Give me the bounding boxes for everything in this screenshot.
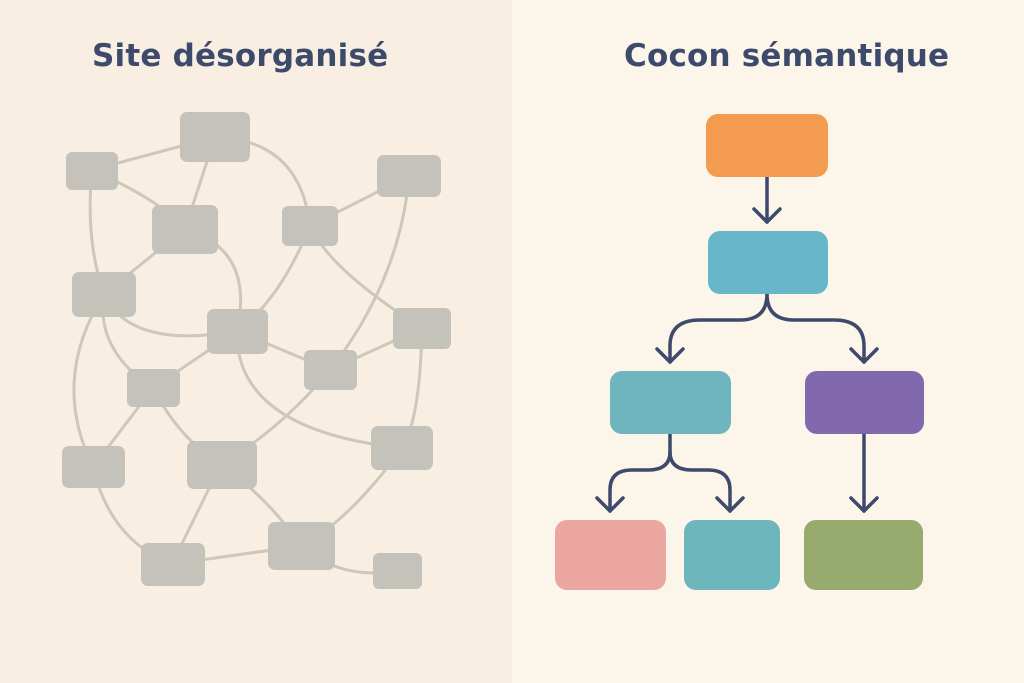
page-node bbox=[180, 112, 250, 162]
semantic-cocoon-title: Cocon sémantique bbox=[624, 38, 950, 74]
page-node bbox=[72, 272, 136, 317]
link bbox=[72, 292, 106, 469]
arrow-left-to-leaf1 bbox=[608, 432, 672, 513]
arrow-level1-to-right bbox=[765, 292, 866, 364]
arrowhead bbox=[715, 496, 745, 513]
link bbox=[328, 174, 411, 372]
arrow-left-to-leaf2 bbox=[668, 450, 732, 513]
arrowhead bbox=[655, 347, 685, 364]
page-node bbox=[393, 308, 451, 349]
level1-node bbox=[708, 231, 828, 294]
level2-left-node bbox=[610, 371, 731, 434]
arrow-level1-to-left bbox=[668, 292, 769, 364]
disorganized-site-title: Site désorganisé bbox=[92, 38, 389, 74]
messy-nodes bbox=[62, 112, 451, 589]
leaf-node-1 bbox=[555, 520, 666, 590]
page-node bbox=[141, 543, 205, 586]
tree-arrows bbox=[595, 175, 879, 513]
arrowhead bbox=[752, 207, 782, 224]
page-node bbox=[371, 426, 433, 470]
leaf-node-2 bbox=[684, 520, 780, 590]
tree-nodes bbox=[555, 114, 924, 590]
page-node bbox=[152, 205, 218, 254]
level2-right-node bbox=[805, 371, 924, 434]
messy-links bbox=[72, 135, 424, 575]
page-node bbox=[187, 441, 257, 489]
page-node bbox=[373, 553, 422, 589]
link bbox=[235, 329, 404, 450]
page-node bbox=[62, 446, 125, 488]
arrowhead bbox=[595, 496, 625, 513]
page-node bbox=[127, 369, 180, 407]
page-node bbox=[282, 206, 338, 246]
page-node bbox=[304, 350, 357, 390]
page-node bbox=[377, 155, 441, 197]
arrowhead bbox=[849, 496, 879, 513]
leaf-node-3 bbox=[804, 520, 923, 590]
page-node bbox=[268, 522, 335, 570]
page-node bbox=[207, 309, 268, 354]
arrowhead bbox=[849, 347, 879, 364]
page-node bbox=[66, 152, 118, 190]
root-node bbox=[706, 114, 828, 177]
